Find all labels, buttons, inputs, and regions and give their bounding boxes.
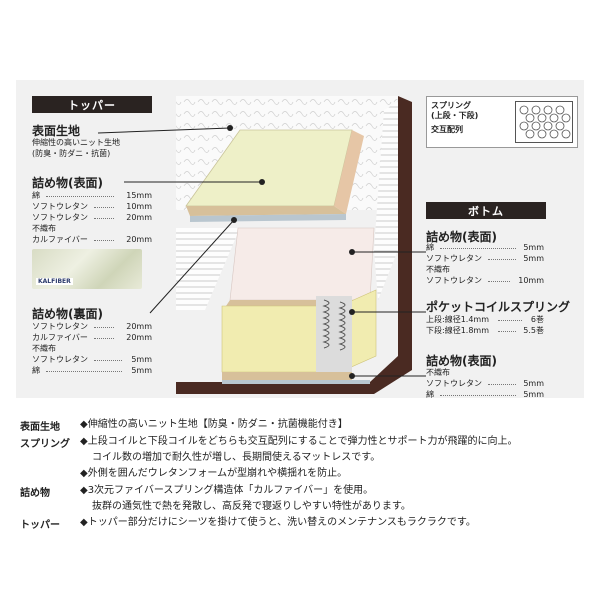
kalfiber-label: KALFIBER <box>36 278 73 285</box>
pocket-coil-title: ポケットコイルスプリング <box>426 300 571 314</box>
feature-text-filling-2: 抜群の通気性で熱を発散し、高反発で寝返りしやすい特性があります。 <box>92 501 411 512</box>
feature-label-surface: 表面生地 <box>20 422 60 433</box>
feature-text-spring: ◆上段コイルと下段コイルをどちらも交互配列にすることで弾力性とサポート力が飛躍的… <box>80 436 518 447</box>
feature-text-spring-2: コイル数の増加で耐久性が増し、長期間使えるマットレスです。 <box>92 452 381 463</box>
bottom-side-stripes <box>176 228 240 310</box>
feature-label-topper: トッパー <box>20 520 60 531</box>
feature-text-spring-3: ◆外側を囲んだウレタンフォームが型崩れや横揺れを防止。 <box>80 468 348 479</box>
feature-text-surface: ◆伸縮性の高いニット生地【防臭・防ダニ・抗菌機能付き】 <box>80 419 348 430</box>
feature-text-topper: ◆トッパー部分だけにシーツを掛けて使うと、洗い替えのメンテナンスもラクラクです。 <box>80 517 476 528</box>
spring-box-line3: 交互配列 <box>431 125 463 134</box>
kalfiber-photo: KALFIBER <box>32 249 142 289</box>
topper-filling-back-title: 詰め物(裏面) <box>32 307 103 321</box>
bottom-filling-front-title: 詰め物(表面) <box>426 230 497 244</box>
feature-label-filling: 詰め物 <box>20 488 50 499</box>
spring-box-line2: (上段・下段) <box>431 111 479 120</box>
bottom-filling-front2-title: 詰め物(表面) <box>426 354 497 368</box>
coil-area <box>316 296 352 372</box>
topper-surface-desc2: (防臭・防ダニ・抗菌) <box>32 149 111 158</box>
feature-section <box>16 400 584 532</box>
topper-side-layer <box>334 130 364 214</box>
bottom-top-layer <box>229 227 375 301</box>
foam-side <box>221 305 321 373</box>
bottom-header: ボトム <box>426 202 546 219</box>
spring-arrangement-icon <box>515 101 573 143</box>
bottom-right-stripes <box>374 102 398 300</box>
topper-header: トッパー <box>32 96 152 113</box>
spring-info-box: スプリング (上段・下段) 交互配列 <box>426 96 578 148</box>
feature-text-filling: ◆3次元ファイバースプリング構造体「カルファイバー」を使用。 <box>80 485 374 496</box>
topper-surface-desc: 伸縮性の高いニット生地 <box>32 138 120 147</box>
feature-label-spring: スプリング <box>20 439 70 450</box>
topper-filling-front-title: 詰め物(表面) <box>32 176 103 190</box>
spring-box-line1: スプリング <box>431 101 471 110</box>
topper-surface-title: 表面生地 <box>32 124 81 138</box>
